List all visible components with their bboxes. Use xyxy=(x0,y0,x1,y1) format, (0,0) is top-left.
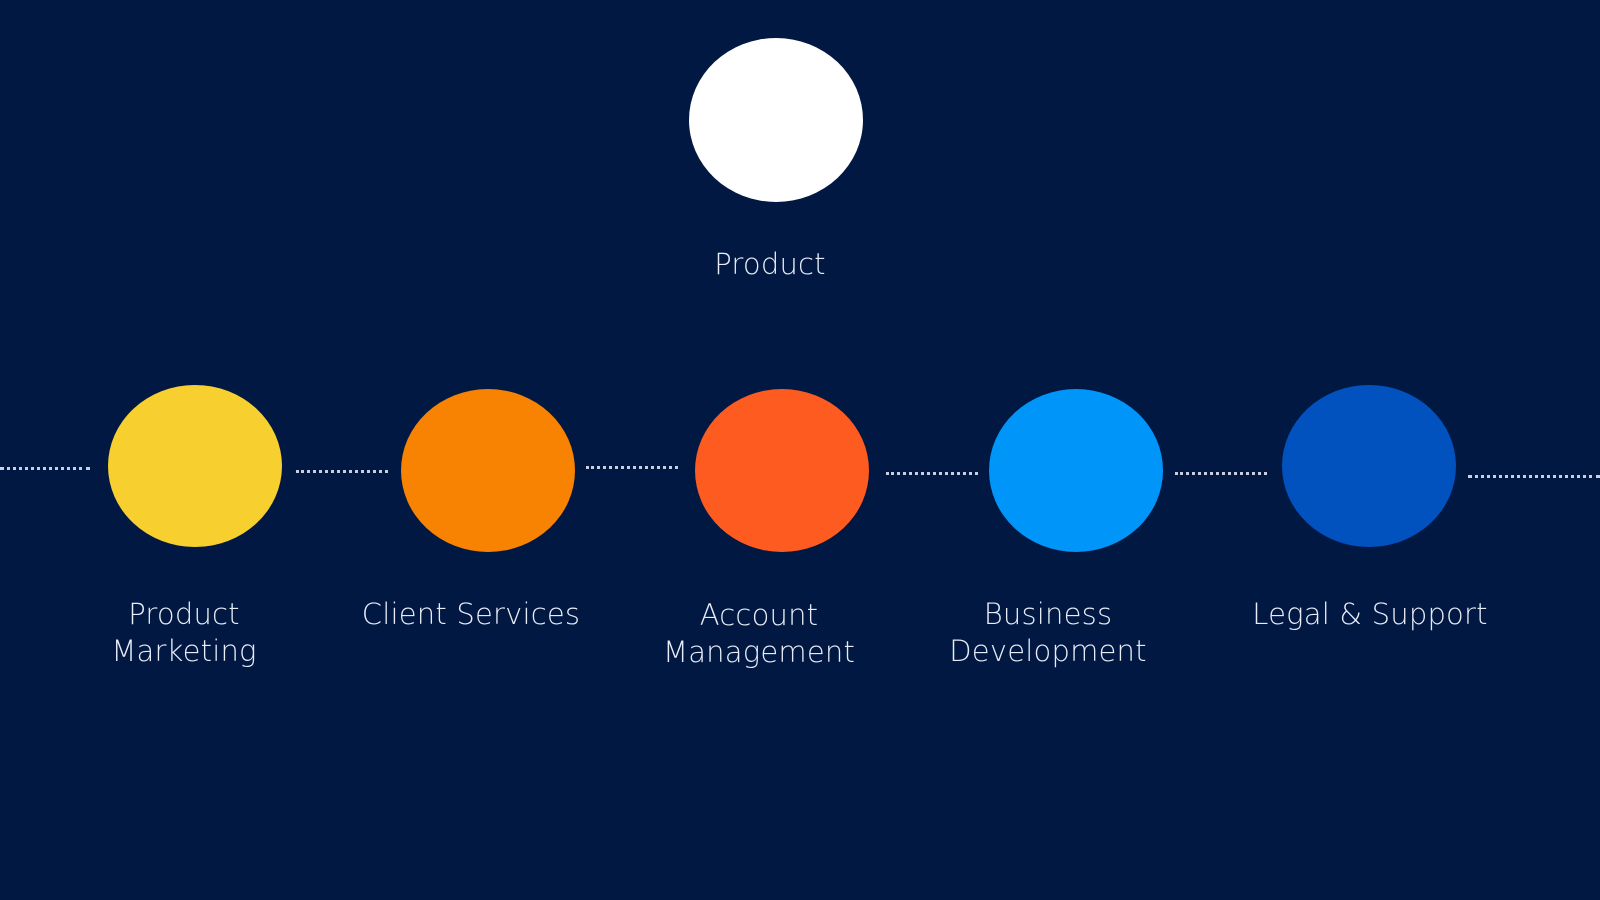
business-development-circle xyxy=(989,389,1163,552)
dotted-connector xyxy=(296,470,388,473)
product-marketing-circle xyxy=(108,385,282,547)
dotted-connector xyxy=(1175,472,1267,475)
dotted-connector xyxy=(586,466,678,469)
dotted-connector xyxy=(886,472,978,475)
legal-support-label: Legal & Support xyxy=(1252,597,1488,631)
client-services-label: Client Services xyxy=(361,597,581,631)
dotted-connector xyxy=(0,467,90,470)
legal-support-circle xyxy=(1282,385,1456,547)
dotted-connector xyxy=(1468,475,1600,478)
product-label: Product xyxy=(714,247,826,281)
product-circle xyxy=(689,38,863,202)
account-management-circle xyxy=(695,389,869,552)
client-services-circle xyxy=(401,389,575,552)
